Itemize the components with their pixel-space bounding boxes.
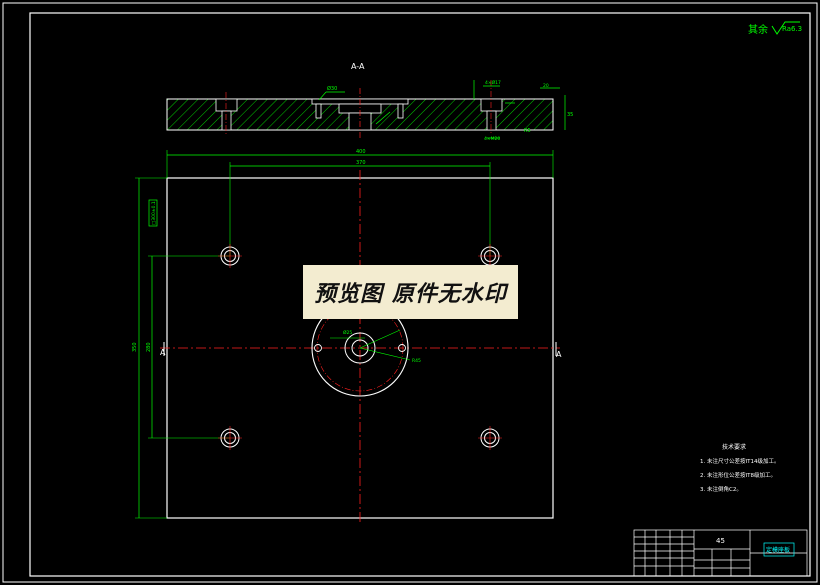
- section-mark-left: A: [160, 348, 166, 357]
- dim-counterbore-left: Ø30: [327, 85, 337, 92]
- title-block: [633, 529, 808, 577]
- dim-hole-spacing-x: 370: [356, 160, 366, 166]
- dim-top-right-a: 4×Ø17: [485, 79, 501, 86]
- title-block-material: 45: [716, 537, 725, 545]
- roughness-symbol-icon: [771, 21, 800, 35]
- dim-side-tolerance: □300±0.1: [151, 201, 157, 225]
- technical-requirements: 技术要求 1. 未注尺寸公差按IT14级加工。 2. 未注形位公差按IT8级加工…: [700, 443, 779, 493]
- section-view: Ø30 4×M20 4×Ø17 20 35 R5: [166, 79, 573, 142]
- plan-view: 400 370 350 280 □300±0.1: [132, 149, 562, 525]
- dim-center-bore: Ø25: [343, 329, 352, 336]
- section-label: A-A: [351, 62, 365, 71]
- title-block-drawing-name: 定模座板: [766, 546, 790, 554]
- watermark-text: 预览图 原件无水印: [314, 282, 507, 307]
- dim-overall-height: 350: [132, 342, 138, 352]
- tech-notes-title: 技术要求: [722, 443, 746, 451]
- watermark-banner: 预览图 原件无水印: [303, 265, 518, 319]
- dim-slot: R5: [524, 128, 531, 134]
- dim-overall-width: 400: [356, 149, 366, 155]
- dim-top-right-b: 4×M20: [484, 136, 500, 142]
- tech-note-3: 3. 未注倒角C2。: [700, 485, 742, 493]
- corner-hole-top-left: [218, 244, 242, 268]
- dim-hole-spacing-y: 280: [146, 342, 152, 352]
- dim-right-edge: 20: [543, 83, 549, 89]
- roughness-note: 其余: [748, 23, 768, 36]
- dim-pcd: R45: [412, 358, 421, 364]
- corner-hole-bottom-right: [478, 426, 502, 450]
- inner-frame: [29, 12, 811, 577]
- tech-note-1: 1. 未注尺寸公差按IT14级加工。: [700, 457, 779, 465]
- section-mark-right: A: [556, 350, 562, 359]
- corner-hole-bottom-left: [218, 426, 242, 450]
- roughness-value: Ra6.3: [782, 25, 802, 33]
- tech-note-2: 2. 未注形位公差按IT8级加工。: [700, 471, 776, 479]
- dim-plate-thick: 35: [567, 112, 573, 118]
